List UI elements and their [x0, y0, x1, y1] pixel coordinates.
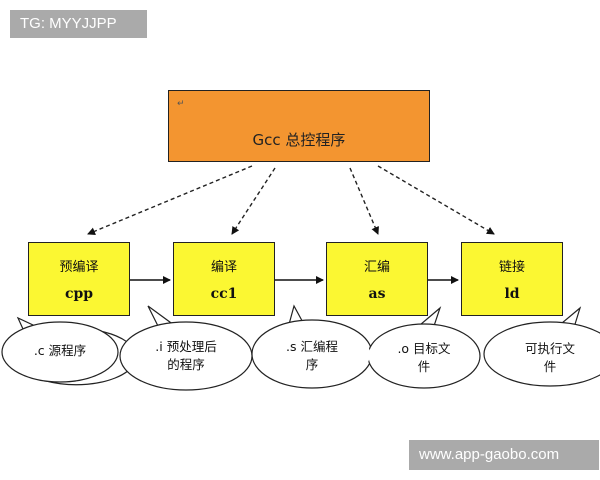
watermark-top: TG: MYYJJPP [10, 10, 147, 38]
bubble-preprocessed-line-1: .i 预处理后 [155, 339, 217, 354]
dashed-arrow-to-preprocess [87, 165, 253, 236]
stage-assemble-title: 汇编 [363, 260, 390, 275]
stage-compile-box: 编译 cc1 [173, 242, 275, 316]
bubble-preprocessed-file: .i 预处理后 的程序 [132, 338, 240, 374]
watermark-bottom: www.app-gaobo.com [409, 440, 599, 470]
dashed-arrow-to-link [377, 165, 495, 235]
bubble-executable-file: 可执行文 件 [500, 340, 600, 376]
stage-compile-command: cc1 [210, 286, 238, 302]
dashed-arrow-to-compile [231, 167, 276, 235]
bubble-executable-line-2: 件 [543, 359, 557, 374]
gcc-driver-label: Gcc 总控程序 [252, 131, 346, 149]
bubble-assembly-line-2: 序 [305, 357, 319, 372]
bubble-object-line-1: .o 目标文 [397, 341, 451, 356]
stage-link-command: ld [504, 286, 520, 302]
bubble-source-line-1: .c 源程序 [33, 343, 87, 358]
stage-assemble-box: 汇编 as [326, 242, 428, 316]
bubble-assembly-line-1: .s 汇编程 [286, 339, 338, 354]
bubble-executable-line-1: 可执行文 [524, 341, 575, 356]
stage-compile-title: 编译 [210, 260, 237, 275]
bubble-preprocessed-line-2: 的程序 [167, 357, 205, 372]
bubble-source-file: .c 源程序 [12, 342, 108, 360]
stage-link-box: 链接 ld [461, 242, 563, 316]
stage-preprocess-command: cpp [64, 286, 94, 302]
stage-preprocess-box: 预编译 cpp [28, 242, 130, 316]
return-mark-icon: ↵ [177, 99, 185, 109]
stage-preprocess-title: 预编译 [59, 260, 99, 275]
bubble-assembly-file: .s 汇编程 序 [262, 338, 362, 374]
stage-assemble-command: as [368, 286, 386, 302]
bubble-object-file: .o 目标文 件 [378, 340, 470, 376]
bubble-object-line-2: 件 [417, 359, 431, 374]
stage-link-title: 链接 [498, 260, 525, 275]
dashed-arrow-to-assemble [349, 167, 379, 235]
gcc-driver-box: ↵ Gcc 总控程序 [168, 90, 430, 162]
